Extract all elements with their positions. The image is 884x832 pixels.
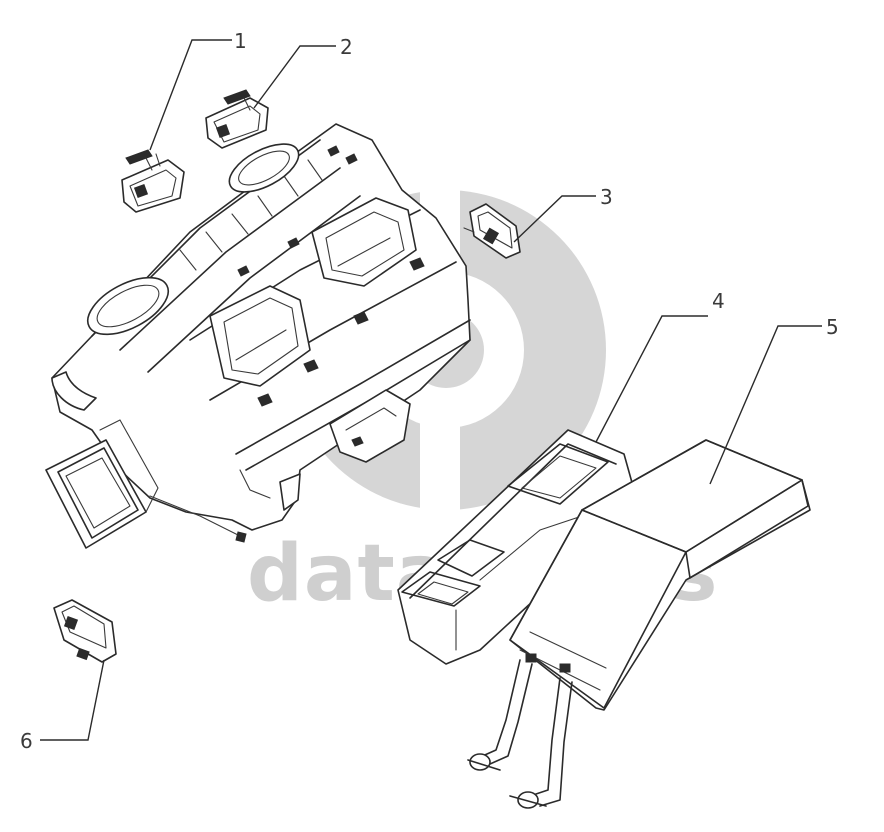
part-2-actuator: [205, 89, 269, 149]
part-6-actuator: [53, 599, 117, 663]
callout-5: 5: [826, 315, 839, 339]
part-3-actuator: [463, 203, 521, 259]
callout-2: 2: [340, 35, 353, 59]
callout-4: 4: [712, 289, 725, 313]
callout-6: 6: [20, 729, 33, 753]
hvac-housing: [51, 123, 471, 531]
part-5-heater-core: [467, 439, 811, 809]
callout-1: 1: [234, 29, 247, 53]
housing-filter-frame: [45, 419, 247, 549]
callout-3: 3: [600, 185, 613, 209]
part-1-actuator: [121, 149, 185, 213]
leader-lines: [40, 39, 822, 741]
